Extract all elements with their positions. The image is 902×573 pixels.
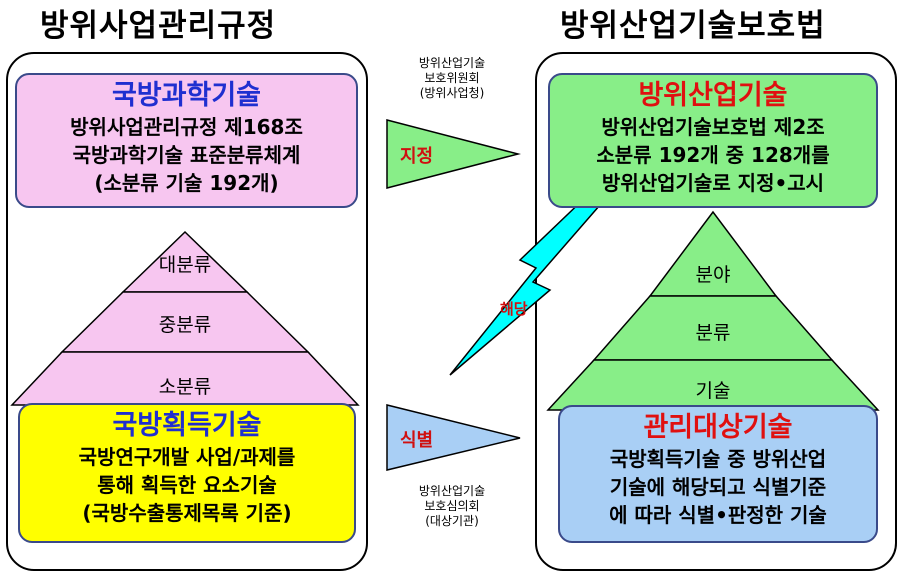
note-line: (방위사업청) [419, 86, 485, 100]
identify-label: 식별 [400, 430, 434, 451]
right-tier-label: 분야 [695, 264, 731, 286]
box-line: 국방획득기술 중 방위산업 [609, 447, 827, 471]
left-tier-label: 대분류 [158, 254, 212, 276]
note-line: (대상기관) [425, 514, 479, 528]
box-line: 통해 획득한 요소기술 [97, 473, 277, 497]
managed-tech-box: 관리대상기술 국방획득기술 중 방위산업 기술에 해당되고 식별기준 에 따라 … [558, 405, 878, 543]
box-line: (국방수출통제목록 기준) [82, 501, 292, 525]
applicable-label: 해당 [500, 300, 528, 318]
defense-acquisition-tech-box: 국방획득기술 국방연구개발 사업/과제를 통해 획득한 요소기술 (국방수출통제… [18, 403, 356, 543]
note-line: 방위산업기술 [418, 484, 486, 498]
box-heading: 방위산업기술 [638, 80, 788, 111]
left-title: 방위사업관리규정 [40, 8, 277, 44]
box-line: 소분류 192개 중 128개를 [596, 143, 830, 167]
box-line: 방위사업관리규정 제168조 [70, 115, 303, 139]
box-line: (소분류 기술 192개) [94, 171, 279, 195]
bottom-council-note: 방위산업기술 보호심의회 (대상기관) [392, 484, 512, 529]
designate-label: 지정 [400, 146, 434, 167]
designate-arrow [386, 119, 521, 189]
box-heading: 국방획득기술 [112, 410, 262, 441]
note-line: 방위산업기술 [418, 56, 486, 70]
note-line: 보호위원회 [424, 71, 480, 85]
top-committee-note: 방위산업기술 보호위원회 (방위사업청) [392, 56, 512, 101]
right-pyramid-tier-3 [546, 359, 880, 411]
left-tier-label: 소분류 [158, 376, 212, 398]
left-tier-label: 중분류 [158, 314, 212, 336]
box-heading: 국방과학기술 [111, 80, 262, 111]
right-title: 방위산업기술보호법 [560, 8, 826, 44]
identify-arrow [386, 404, 521, 471]
box-line: 국방과학기술 표준분류체계 [72, 143, 301, 167]
note-line: 보호심의회 [424, 499, 480, 513]
box-line: 에 따라 식별•판정한 기술 [609, 503, 827, 527]
left-pyramid-tier-3 [10, 351, 360, 406]
box-line: 국방연구개발 사업/과제를 [78, 445, 296, 469]
right-tier-label: 기술 [695, 380, 731, 402]
defense-science-tech-box: 국방과학기술 방위사업관리규정 제168조 국방과학기술 표준분류체계 (소분류… [15, 73, 358, 208]
defense-industry-tech-box: 방위산업기술 방위산업기술보호법 제2조 소분류 192개 중 128개를 방위… [548, 73, 878, 208]
box-heading: 관리대상기술 [643, 412, 793, 443]
right-tier-label: 분류 [695, 322, 731, 344]
box-line: 기술에 해당되고 식별기준 [609, 475, 827, 499]
box-line: 방위산업기술보호법 제2조 [601, 115, 825, 139]
box-line: 방위산업기술로 지정•고시 [601, 171, 825, 195]
lightning-bolt [449, 191, 601, 376]
